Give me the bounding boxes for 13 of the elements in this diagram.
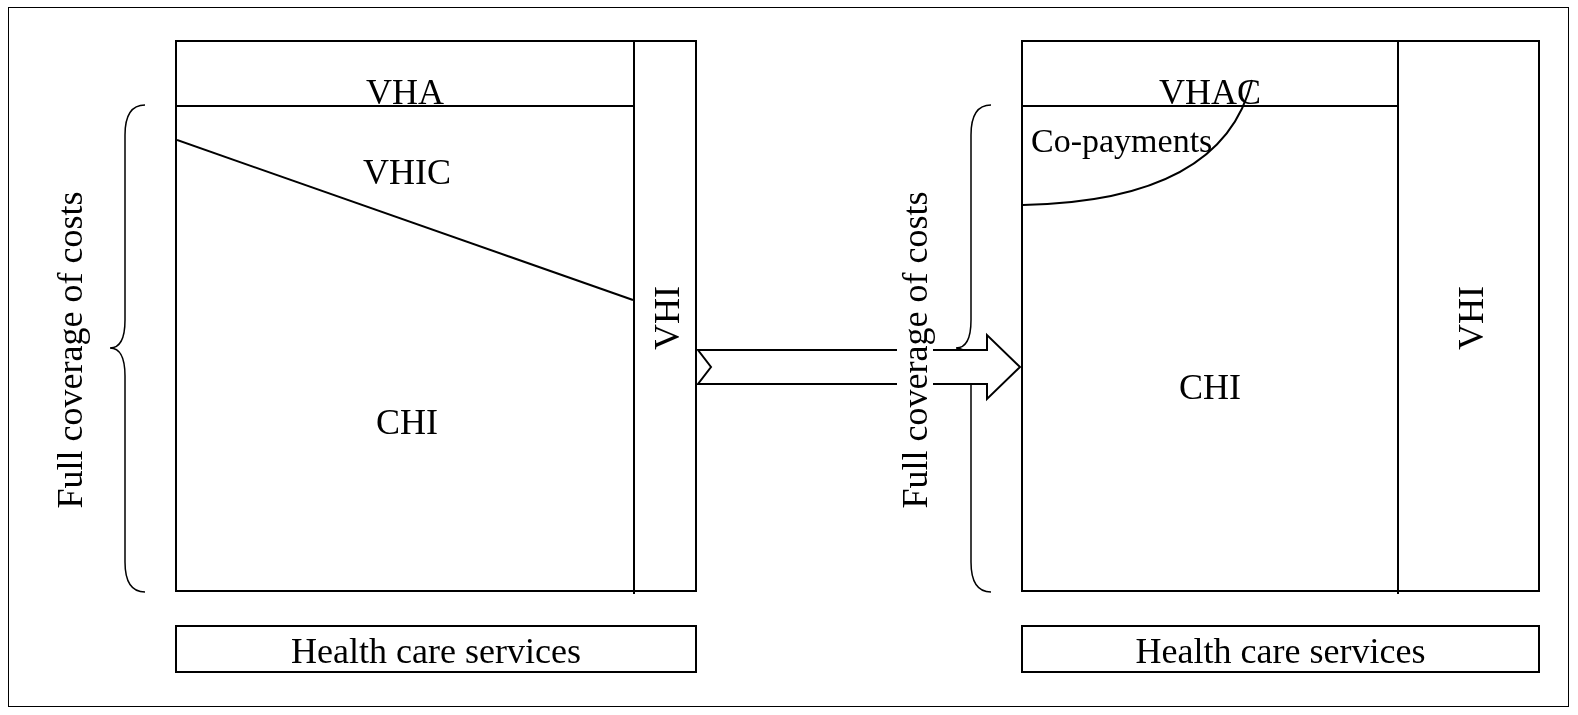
services-label: Health care services: [290, 630, 582, 671]
services-box: [1021, 625, 1540, 673]
services-label: Health care services: [1134, 630, 1427, 671]
chart-box: [1021, 40, 1540, 592]
services-box: [175, 625, 697, 673]
region-label: Co-payments: [1031, 124, 1213, 158]
region-label: CHI: [375, 401, 439, 444]
band-label: VHA: [365, 74, 445, 110]
region-label: CHI: [1178, 366, 1242, 409]
region-label: VHIC: [362, 151, 452, 194]
chart-box: [175, 40, 697, 592]
region-label: VHI: [1452, 286, 1489, 350]
region-label: VHI: [649, 286, 685, 350]
